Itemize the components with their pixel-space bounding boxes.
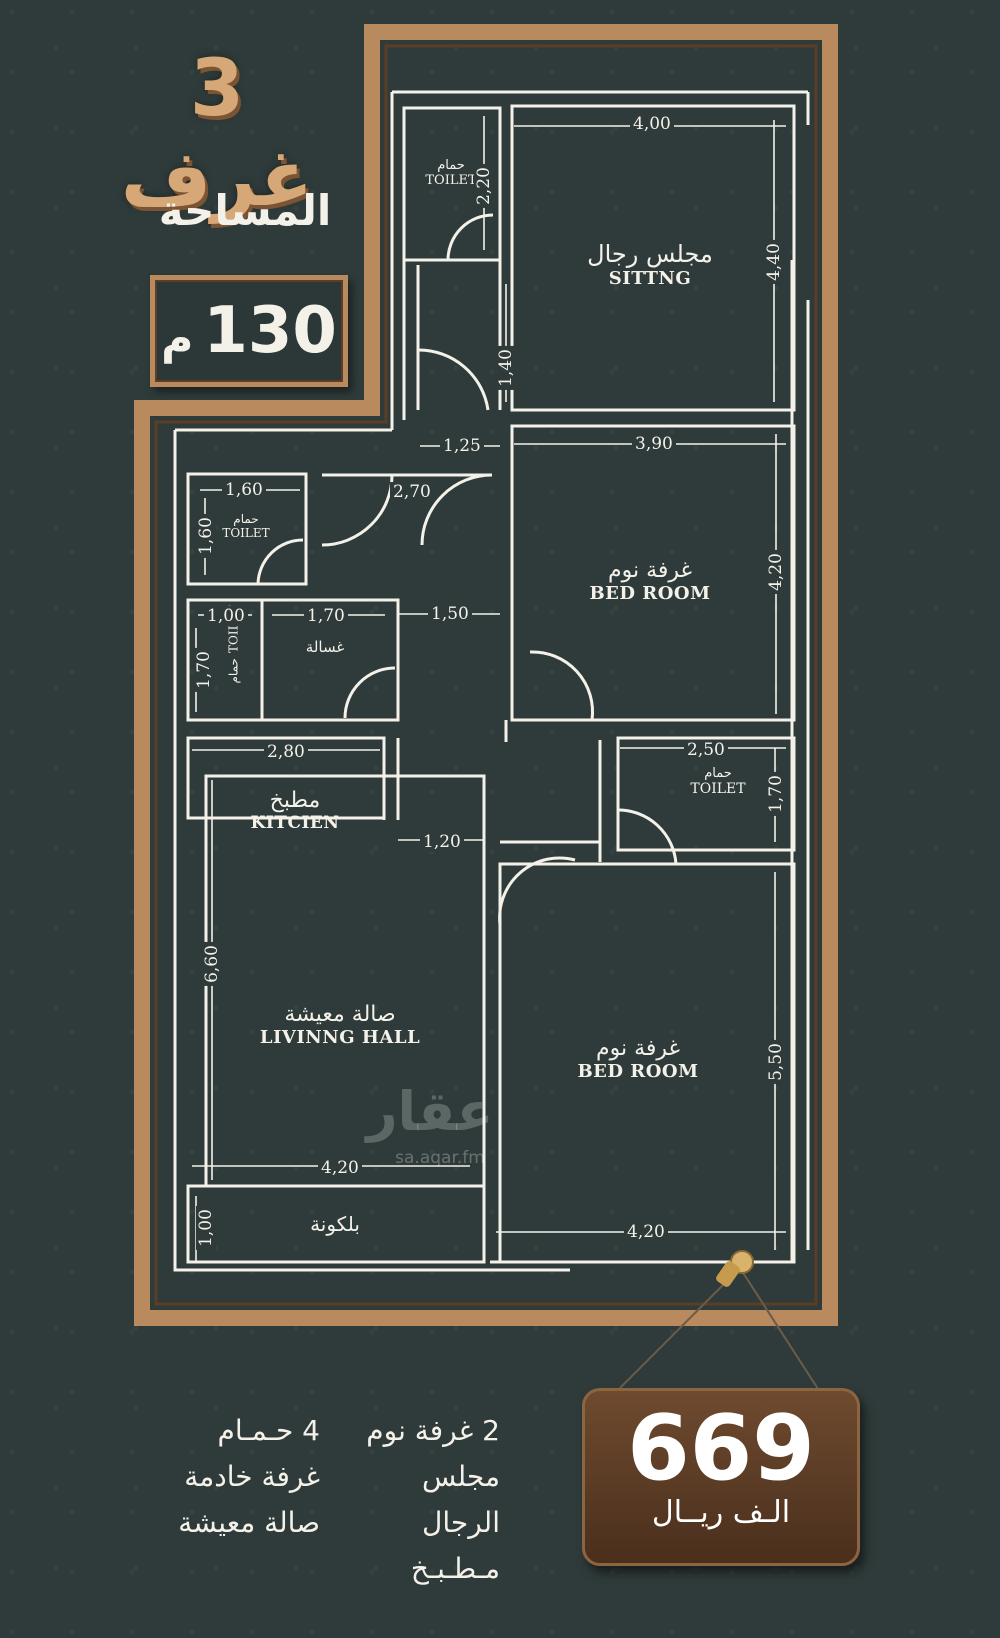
room-sitting: مجلس رجال SITTNG [587,240,713,289]
feature-item: صالة معيشة [178,1506,320,1539]
features-left-column: 4 حـمـام غرفة خادمة صالة معيشة [160,1408,320,1546]
room-balcony: بلكونة [310,1212,360,1236]
wall-laundry [186,598,400,722]
dim-label: 1,20 [420,832,464,852]
dim-label: 2,70 [390,482,434,502]
door-laundry [343,666,396,719]
wall-bedroom-2 [498,862,796,1264]
room-toilet-left: حمام TOILET [222,512,270,540]
dim-label: 4,20 [624,1222,668,1242]
dim-label: 1,00 [204,606,248,626]
price-value: 669 [627,1396,815,1501]
watermark-url: sa.aqar.fm [395,1148,485,1168]
rooms-title: 3 غرف [120,44,314,224]
feature-item: مـطـبـخ [410,1552,500,1585]
area-unit: م [161,312,194,364]
door-bedroom-1 [529,650,595,721]
feature-item: غرفة خادمة [184,1460,320,1493]
outer-wall-right [490,92,810,1264]
wall-bedroom-1 [510,424,796,722]
dim-label: 1,70 [304,606,348,626]
wall-toilet-left [186,472,308,586]
room-living: صالة معيشة LIVINNG HALL [259,1002,421,1048]
dim-label: 1,60 [222,480,266,500]
price-unit: الـف ريــال [651,1495,791,1530]
door-toilet-right [617,808,678,865]
wood-frame [134,24,838,1326]
wood-frame-shadow [154,44,818,1306]
hanging-string [615,1267,821,1393]
feature-item: مجلس الرجال [421,1460,500,1539]
room-kitchen: مطبخ KITCIEN [250,788,340,833]
outer-wall [173,90,808,1272]
area-box: م 130 [150,275,348,387]
area-value: 130 [203,294,337,368]
room-bedroom-2: غرفة نوم BED ROOM [577,1036,699,1082]
wall-kitchen-inner [382,738,400,820]
dim-label: 4,00 [630,114,674,134]
door-toilet-top [446,213,494,261]
watermark-logo: عقار [366,1080,494,1143]
room-bedroom-1: غرفة نوم BED ROOM [589,558,711,604]
door-bedroom-2 [498,856,576,926]
dim-label: 1,25 [440,436,484,456]
price-tag: 669 الـف ريــال [582,1388,860,1566]
pushpin-icon [716,1250,754,1287]
room-toilet-right: حمام TOILET [690,766,746,797]
wall-sitting [510,104,796,412]
area-label: المساحة [158,186,332,235]
dim-label: 1,50 [428,604,472,624]
dim-label: 4,20 [318,1158,362,1178]
features-right-column: 2 غرفة نوم مجلس الرجال مـطـبـخ [340,1408,500,1592]
door-toilet-left [256,538,304,585]
feature-item: 4 حـمـام [217,1414,321,1447]
feature-item: 2 غرفة نوم [366,1414,500,1447]
dim-label: 2,80 [264,742,308,762]
room-toilet-top: حمام TOILET [425,158,477,188]
wall-balcony [186,1184,486,1264]
door-corridor [417,348,490,411]
dim-label: 3,90 [632,434,676,454]
room-laundry: غسالة [305,638,345,656]
wall-central [482,720,602,1262]
wall-toilet-right [616,736,796,852]
dim-label: 2,50 [684,740,728,760]
